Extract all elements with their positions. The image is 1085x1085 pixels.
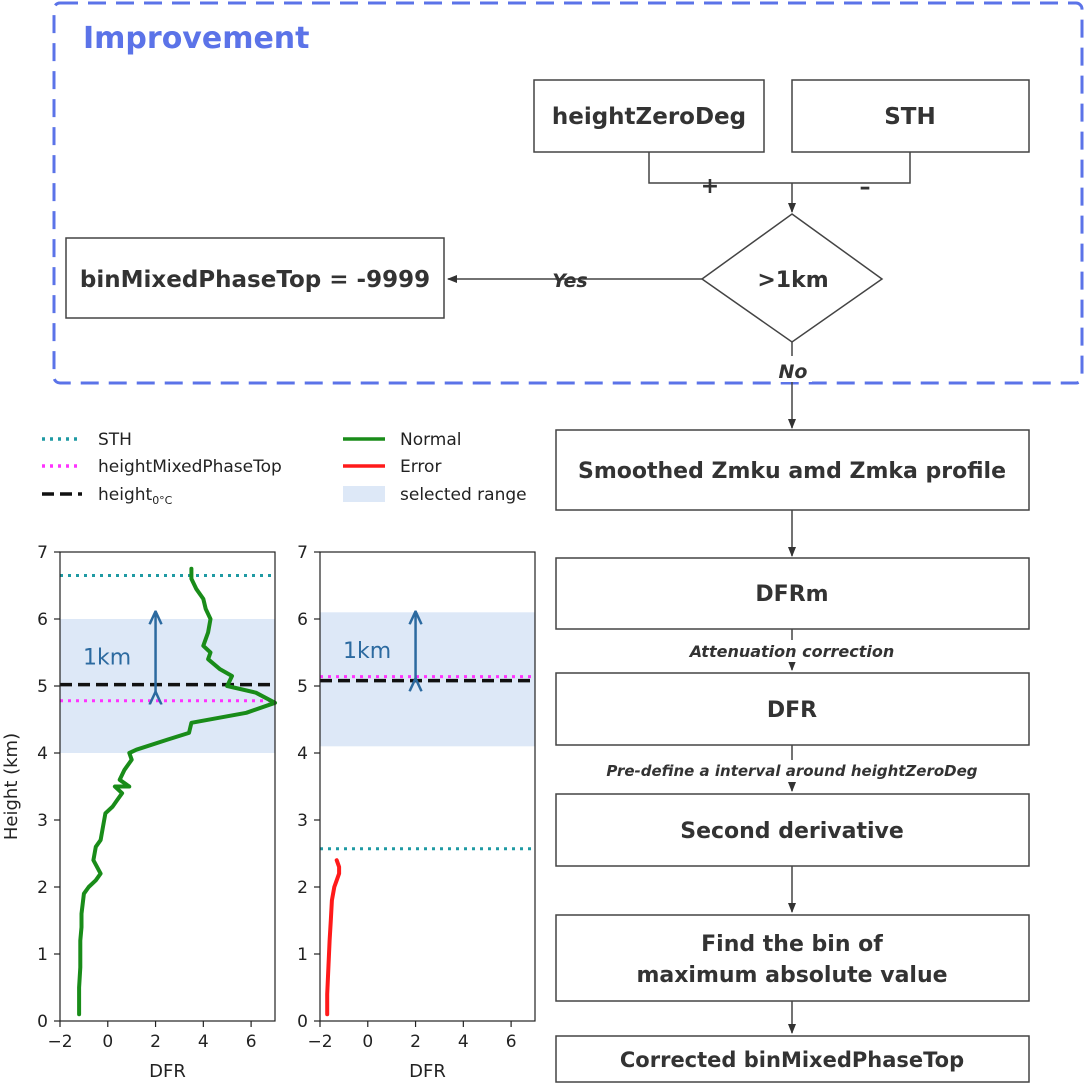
y-tick-label: 4 bbox=[37, 744, 48, 764]
legend-sth-label: STH bbox=[98, 430, 132, 450]
y-axis-label: Height (km) bbox=[1, 733, 22, 840]
dfrm-label: DFRm bbox=[755, 582, 828, 607]
x-tick-label: 0 bbox=[102, 1032, 113, 1052]
x-tick-label: −2 bbox=[307, 1032, 332, 1052]
y-tick-label: 3 bbox=[37, 811, 48, 831]
smoothed-profile-label: Smoothed Zmku amd Zmka profile bbox=[578, 459, 1006, 484]
x-axis-label: DFR bbox=[409, 1061, 446, 1082]
dfr-label: DFR bbox=[767, 698, 817, 723]
plus-label: + bbox=[701, 174, 719, 199]
x-tick-label: −2 bbox=[47, 1032, 72, 1052]
dfr-box: DFR bbox=[555, 672, 1030, 746]
legend-normal-label: Normal bbox=[400, 430, 462, 450]
y-tick-label: 0 bbox=[297, 1012, 308, 1032]
bin-mixed-phase-top-label: binMixedPhaseTop = -9999 bbox=[80, 267, 430, 293]
dfrm-box: DFRm bbox=[555, 557, 1030, 630]
find-bin-label-1: Find the bin of bbox=[701, 932, 883, 957]
connector-height-zero bbox=[648, 152, 792, 184]
one-km-label: 1km bbox=[343, 639, 391, 664]
y-tick-label: 1 bbox=[297, 945, 308, 965]
attenuation-label: Attenuation correction bbox=[688, 642, 894, 661]
legend-error-label: Error bbox=[400, 457, 441, 477]
plot-frame bbox=[59, 551, 276, 1022]
legend-range-swatch bbox=[343, 486, 385, 502]
y-tick-label: 1 bbox=[37, 945, 48, 965]
find-bin-label-2: maximum absolute value bbox=[636, 963, 947, 988]
connector-sth bbox=[792, 152, 911, 184]
series-line-error bbox=[325, 858, 342, 1017]
one-km-label: 1km bbox=[83, 646, 131, 671]
legend: STH heightMixedPhaseTop height0°C Normal… bbox=[42, 430, 527, 507]
x-tick-label: 4 bbox=[198, 1032, 209, 1052]
improvement-frame bbox=[52, 1, 1084, 385]
plot-frame bbox=[319, 551, 536, 1022]
y-tick-label: 2 bbox=[37, 878, 48, 898]
legend-zero-label: height0°C bbox=[98, 485, 173, 507]
height-zero-deg-box: heightZeroDeg bbox=[533, 79, 765, 153]
legend-zero-base: height bbox=[98, 485, 153, 505]
find-bin-box: Find the bin of maximum absolute value bbox=[555, 914, 1030, 1002]
threshold-diamond: >1km bbox=[700, 213, 884, 343]
corrected-label: Corrected binMixedPhaseTop bbox=[620, 1048, 964, 1072]
series-line-normal bbox=[77, 566, 277, 1017]
legend-range-label: selected range bbox=[400, 485, 527, 505]
no-label: No bbox=[779, 361, 808, 383]
threshold-label: >1km bbox=[757, 268, 828, 293]
x-tick-label: 6 bbox=[246, 1032, 257, 1052]
selected-range-band bbox=[60, 619, 275, 753]
y-tick-label: 2 bbox=[297, 878, 308, 898]
minus-label: – bbox=[860, 175, 871, 200]
predefine-label: Pre-define a interval around heightZeroD… bbox=[606, 762, 977, 780]
selected-range-band bbox=[320, 612, 535, 747]
x-tick-label: 0 bbox=[362, 1032, 373, 1052]
legend-mixed-label: heightMixedPhaseTop bbox=[98, 457, 282, 477]
x-tick-label: 2 bbox=[410, 1032, 421, 1052]
y-tick-label: 6 bbox=[37, 610, 48, 630]
second-derivative-label: Second derivative bbox=[680, 819, 904, 844]
y-tick-label: 6 bbox=[297, 610, 308, 630]
y-tick-label: 3 bbox=[297, 811, 308, 831]
yes-label: Yes bbox=[552, 270, 588, 292]
y-tick-label: 0 bbox=[37, 1012, 48, 1032]
improvement-title: Improvement bbox=[83, 21, 310, 56]
x-tick-label: 4 bbox=[458, 1032, 469, 1052]
smoothed-profile-box: Smoothed Zmku amd Zmka profile bbox=[555, 429, 1030, 511]
x-tick-label: 2 bbox=[150, 1032, 161, 1052]
y-tick-label: 7 bbox=[297, 543, 308, 563]
x-axis-label: DFR bbox=[149, 1061, 186, 1082]
height-zero-deg-label: heightZeroDeg bbox=[552, 104, 746, 130]
y-tick-label: 5 bbox=[297, 677, 308, 697]
x-tick-label: 6 bbox=[506, 1032, 517, 1052]
second-derivative-box: Second derivative bbox=[555, 793, 1030, 867]
y-tick-label: 5 bbox=[37, 677, 48, 697]
y-tick-label: 7 bbox=[37, 543, 48, 563]
sth-box: STH bbox=[791, 79, 1030, 153]
corrected-box: Corrected binMixedPhaseTop bbox=[555, 1035, 1030, 1083]
legend-zero-sub: 0°C bbox=[152, 494, 172, 507]
bin-mixed-phase-top-box: binMixedPhaseTop = -9999 bbox=[65, 237, 445, 319]
y-tick-label: 4 bbox=[297, 744, 308, 764]
sth-label: STH bbox=[884, 104, 936, 130]
